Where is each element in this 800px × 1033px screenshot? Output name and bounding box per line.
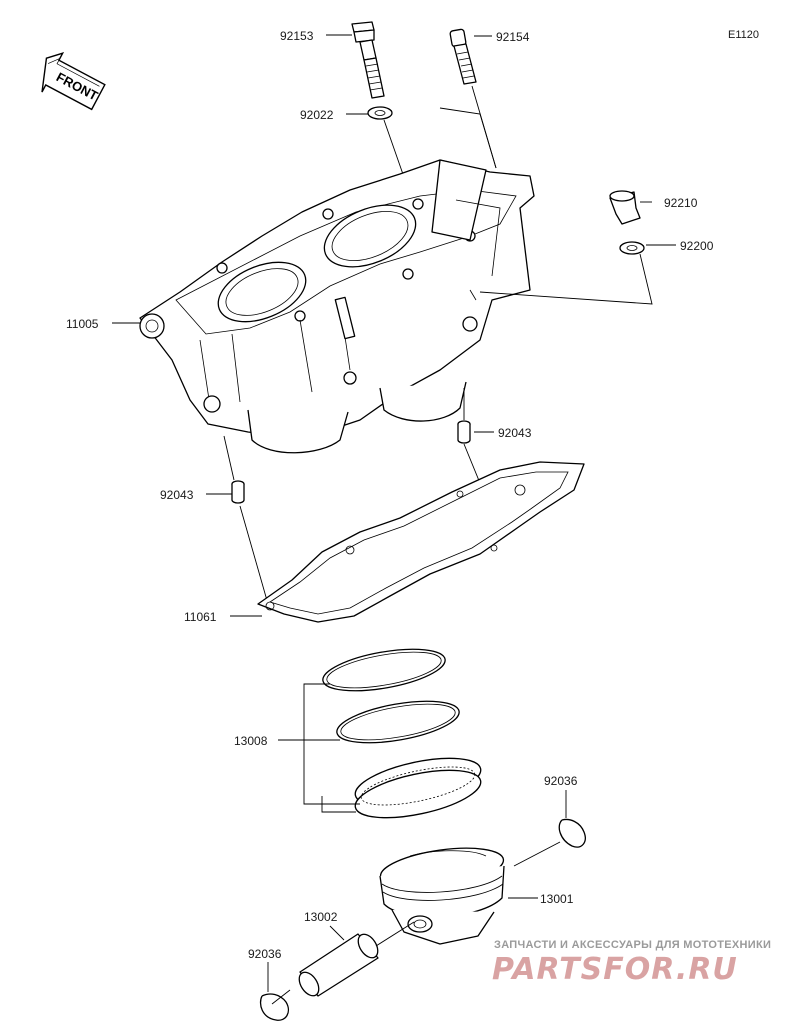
piston-rings-icon <box>322 648 482 819</box>
diagram-code: E1120 <box>728 29 759 41</box>
dowel-pin-left-icon <box>231 480 245 504</box>
label-13008: 13008 <box>234 734 268 748</box>
bolt-92153-icon <box>351 21 385 99</box>
washer-92200-icon <box>619 241 645 255</box>
label-11005: 11005 <box>66 317 99 331</box>
label-92043-right: 92043 <box>498 426 532 440</box>
circlip-top-icon <box>558 818 586 848</box>
dowel-pin-right-icon <box>457 420 471 444</box>
label-92210: 92210 <box>664 196 698 210</box>
bolt-92154-icon <box>449 28 477 85</box>
label-92153: 92153 <box>280 29 314 43</box>
label-11061: 11061 <box>184 610 217 624</box>
washer-92022-icon <box>367 106 393 120</box>
label-92036-bottom: 92036 <box>248 947 282 961</box>
front-arrow-icon: FRONT <box>41 52 106 111</box>
watermark-brand: PARTSFOR.RU <box>492 952 738 987</box>
watermark-tagline: ЗАПЧАСТИ И АКСЕССУАРЫ ДЛЯ МОТОТЕХНИКИ <box>494 939 771 951</box>
plug-92210-icon <box>609 190 641 225</box>
label-13002: 13002 <box>304 910 338 924</box>
label-92022: 92022 <box>300 108 334 122</box>
label-92036-top: 92036 <box>544 774 578 788</box>
circlip-bottom-icon <box>259 993 290 1021</box>
label-92154: 92154 <box>496 30 530 44</box>
piston-pin-icon <box>298 933 379 997</box>
head-gasket-icon <box>257 461 585 623</box>
label-92200: 92200 <box>680 239 714 253</box>
piston-icon <box>379 847 505 945</box>
cylinder-block-icon <box>139 159 535 454</box>
label-13001: 13001 <box>540 892 574 906</box>
label-92043-left: 92043 <box>160 488 194 502</box>
